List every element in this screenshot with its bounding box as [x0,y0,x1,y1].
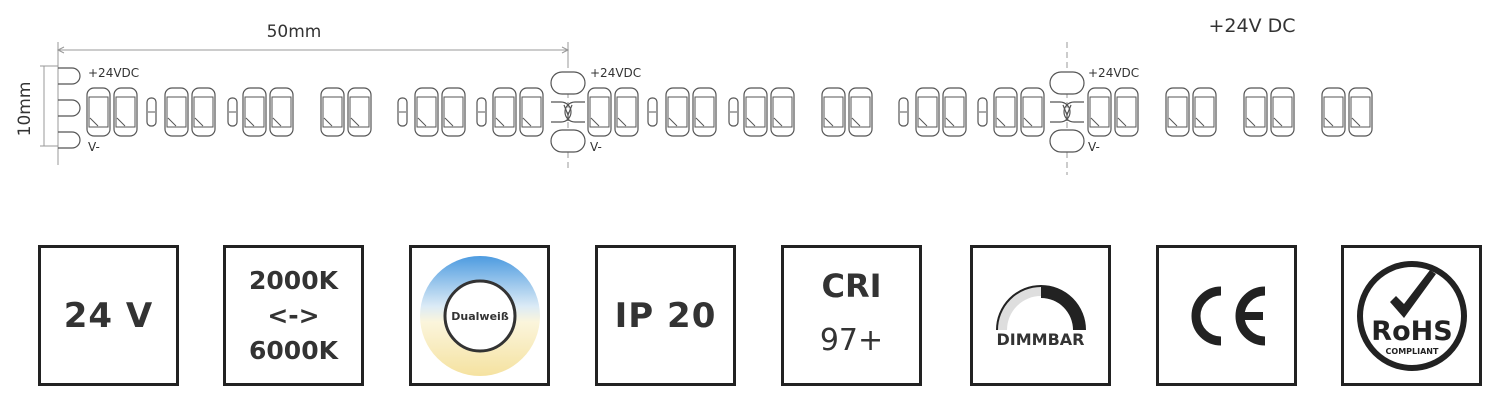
segment-minus-label: V- [590,140,602,154]
ip-badge: IP 20 [595,245,736,386]
scissors-icon [563,104,573,121]
length-dimension [56,42,570,165]
solder-pad [58,131,81,149]
cct-high-text: 6000K [249,336,338,365]
cct-badge: 2000K <-> 6000K [223,245,364,386]
segment-plus-label: +24VDC [1088,66,1139,80]
ce-mark-icon [1191,286,1265,345]
ce-badge [1156,245,1297,386]
voltage-title: +24V DC [1208,15,1295,37]
cri-title: CRI [821,267,882,305]
voltage-badge-text: 24 V [63,295,154,336]
led-strip-diagram: 50mm 10mm +24V DC +24VDCV-+24VDCV-+24VDC… [15,15,1380,175]
strip-components: +24VDC V- +24VDC V- +24VDC V- [58,66,1373,154]
rohs-seal-icon: RoHS COMPLIANT [1356,260,1467,371]
voltage-badge: 24 V [38,245,179,386]
scissors-icon [1062,104,1072,121]
cct-low-text: 2000K [249,266,338,295]
cri-badge: CRI 97+ [781,245,922,386]
length-dimension-label: 50mm [267,22,322,42]
segment-minus-label: V- [88,140,100,154]
rohs-compliant-text: COMPLIANT [1385,347,1438,356]
solder-pad [1049,71,1085,95]
strip-outline [58,65,1380,159]
ip-badge-text: IP 20 [614,295,717,336]
cut-lines [567,42,1068,175]
cct-arrow-text: <-> [267,301,320,330]
solder-pad [1049,129,1085,153]
solder-pad [550,129,586,153]
solder-pad [58,99,81,117]
cri-value: 97+ [819,323,884,358]
rohs-badge: RoHS COMPLIANT [1341,245,1482,386]
rohs-text: RoHS [1371,316,1452,347]
segment-minus-label: V- [1088,140,1100,154]
solder-pad [550,71,586,95]
dimmable-badge: DIMMBAR [970,245,1111,386]
dual-white-badge: Dualweiß [409,245,550,386]
dual-white-label: Dualweiß [451,310,509,323]
width-dimension-label: 10mm [15,82,35,137]
dual-white-ring-icon: Dualweiß [419,255,540,376]
solder-pad [58,67,81,85]
dimmer-arc-icon [995,285,1086,331]
dimmable-label: DIMMBAR [996,330,1085,349]
segment-plus-label: +24VDC [590,66,641,80]
width-dimension [40,65,58,147]
segment-plus-label: +24VDC [88,66,139,80]
